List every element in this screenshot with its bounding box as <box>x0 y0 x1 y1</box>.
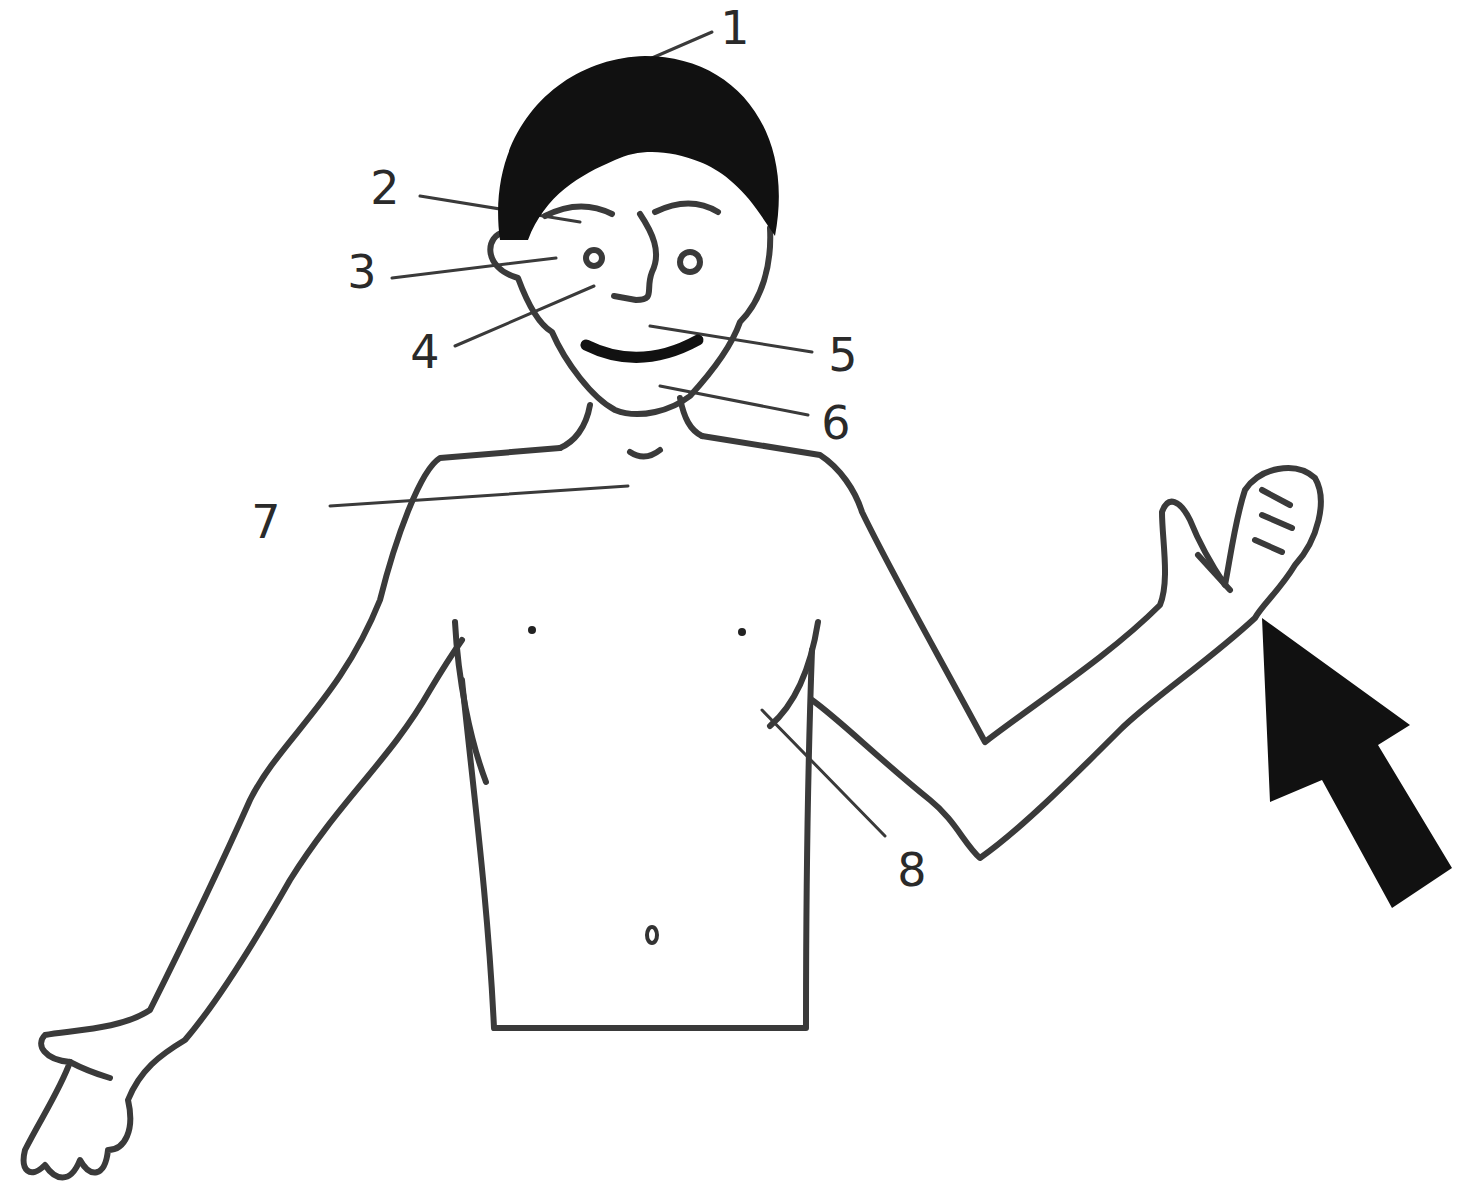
torso-side <box>462 650 812 1028</box>
nose <box>614 214 656 300</box>
nipple <box>738 628 746 636</box>
callout-number: 5 <box>828 332 857 378</box>
eyebrow <box>655 204 718 213</box>
leader-line <box>455 286 594 346</box>
hair <box>498 56 779 240</box>
collar-dimple <box>630 450 660 457</box>
armpit-fold <box>770 622 818 726</box>
callout-number: 3 <box>347 249 376 295</box>
neck <box>560 405 590 448</box>
callout-number: 2 <box>370 165 399 211</box>
nipple <box>528 626 536 634</box>
leader-line <box>652 32 712 58</box>
navel <box>647 927 657 943</box>
leader-line <box>762 710 885 836</box>
finger-line <box>1198 555 1230 590</box>
callout-number: 1 <box>720 5 749 51</box>
right-arm <box>702 436 1321 858</box>
left-arm <box>24 448 560 1178</box>
eye <box>680 252 700 272</box>
eyebrow <box>545 206 612 216</box>
direction-arrow <box>1262 618 1452 908</box>
finger-line <box>1255 540 1282 552</box>
finger-line <box>1262 490 1290 505</box>
callout-number: 8 <box>897 847 926 893</box>
finger-line <box>1262 515 1292 528</box>
mouth <box>586 340 698 357</box>
leader-line <box>660 386 808 415</box>
eye <box>586 250 602 266</box>
hand-line <box>70 1062 110 1078</box>
callout-number: 7 <box>251 499 280 545</box>
callout-number: 6 <box>821 400 850 446</box>
neck <box>680 398 702 436</box>
leader-line <box>330 486 628 506</box>
leader-line <box>392 258 556 278</box>
face-outline <box>490 228 770 414</box>
callout-number: 4 <box>410 329 439 375</box>
